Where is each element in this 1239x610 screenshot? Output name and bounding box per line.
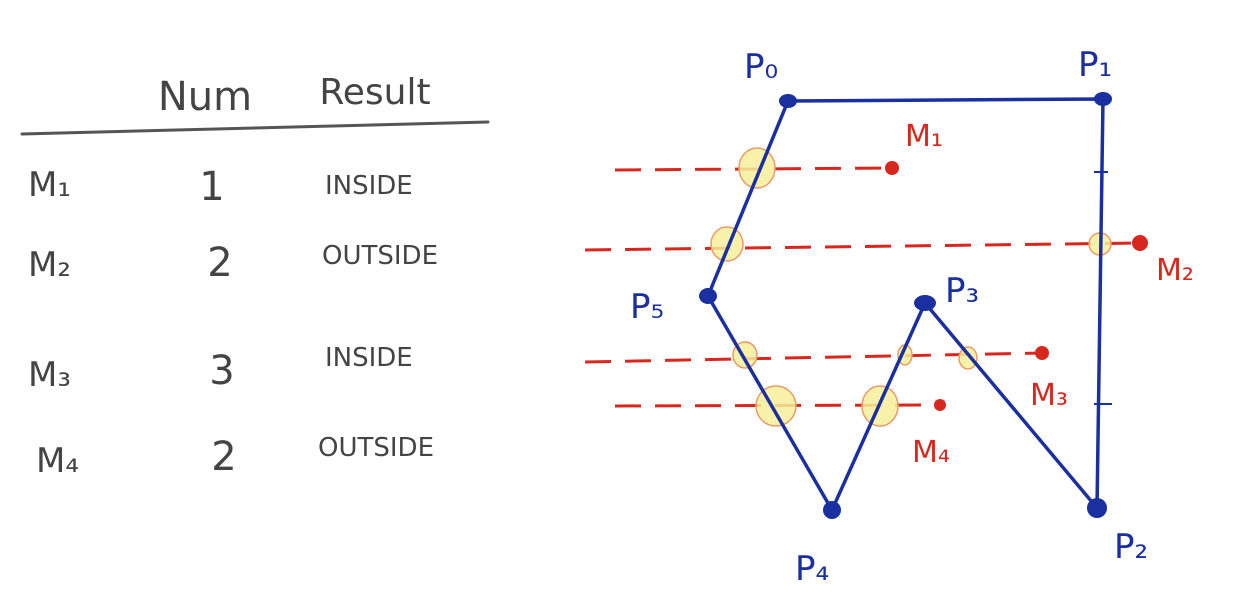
table-row: M₂ 2 OUTSIDE: [28, 240, 438, 286]
row-num: 3: [209, 348, 234, 394]
vertex-dot: [699, 288, 717, 304]
row-result: INSIDE: [325, 343, 413, 373]
vertex-dot: [914, 295, 936, 311]
row-label: M₂: [28, 245, 71, 285]
test-point-label-m2: M₂: [1156, 253, 1194, 288]
row-label: M₁: [28, 165, 71, 205]
intersection-marker: [738, 147, 776, 189]
vertex-label-p2: P₂: [1114, 527, 1148, 567]
intersection-marker: [710, 226, 744, 262]
vertex-dot: [779, 94, 797, 108]
row-num: 1: [199, 164, 224, 210]
vertex-label-p3: P₃: [945, 271, 979, 311]
vertex-dot: [1087, 498, 1107, 518]
results-table: Num Result M₁ 1 INSIDE M₂ 2 OUTSIDE M₃ 3…: [20, 72, 490, 481]
row-result: INSIDE: [325, 171, 413, 201]
vertex-dot: [1094, 92, 1112, 106]
row-result: OUTSIDE: [318, 433, 434, 463]
table-header-divider: [20, 120, 490, 136]
row-result: OUTSIDE: [322, 241, 438, 271]
table-header-num: Num: [158, 74, 252, 120]
vertex-label-p0: P₀: [744, 47, 778, 87]
row-label: M₃: [28, 355, 71, 395]
row-num: 2: [211, 434, 236, 480]
vertex-dots: [699, 92, 1112, 519]
table-row: M₄ 2 OUTSIDE: [36, 433, 434, 481]
test-point-dots: [885, 161, 1148, 411]
test-point-label-m3: M₃: [1030, 378, 1068, 413]
test-point-label-m4: M₄: [912, 435, 950, 470]
intersection-marker: [958, 346, 978, 370]
row-num: 2: [207, 240, 232, 286]
test-point-dot: [1132, 235, 1148, 251]
test-point-dot: [1035, 346, 1049, 360]
table-header-result: Result: [319, 72, 430, 113]
row-label: M₄: [36, 441, 79, 481]
vertex-label-p5: P₅: [630, 287, 664, 327]
test-point-label-m1: M₁: [905, 119, 943, 154]
edge-ticks: [1094, 171, 1112, 405]
vertex-label-p4: P₄: [795, 549, 829, 589]
table-row: M₃ 3 INSIDE: [28, 343, 413, 395]
ray-lines: [584, 166, 1141, 408]
test-point-dot: [885, 161, 899, 175]
ray-m2: [584, 241, 1141, 252]
vertex-label-p1: P₁: [1078, 45, 1112, 85]
table-row: M₁ 1 INSIDE: [28, 164, 413, 210]
vertex-dot: [823, 501, 841, 519]
test-point-dot: [934, 399, 946, 411]
ray-cast-diagram: P₀ P₁ P₂ P₃ P₄ P₅ M₁ M₂ M₃ M₄: [584, 45, 1194, 589]
